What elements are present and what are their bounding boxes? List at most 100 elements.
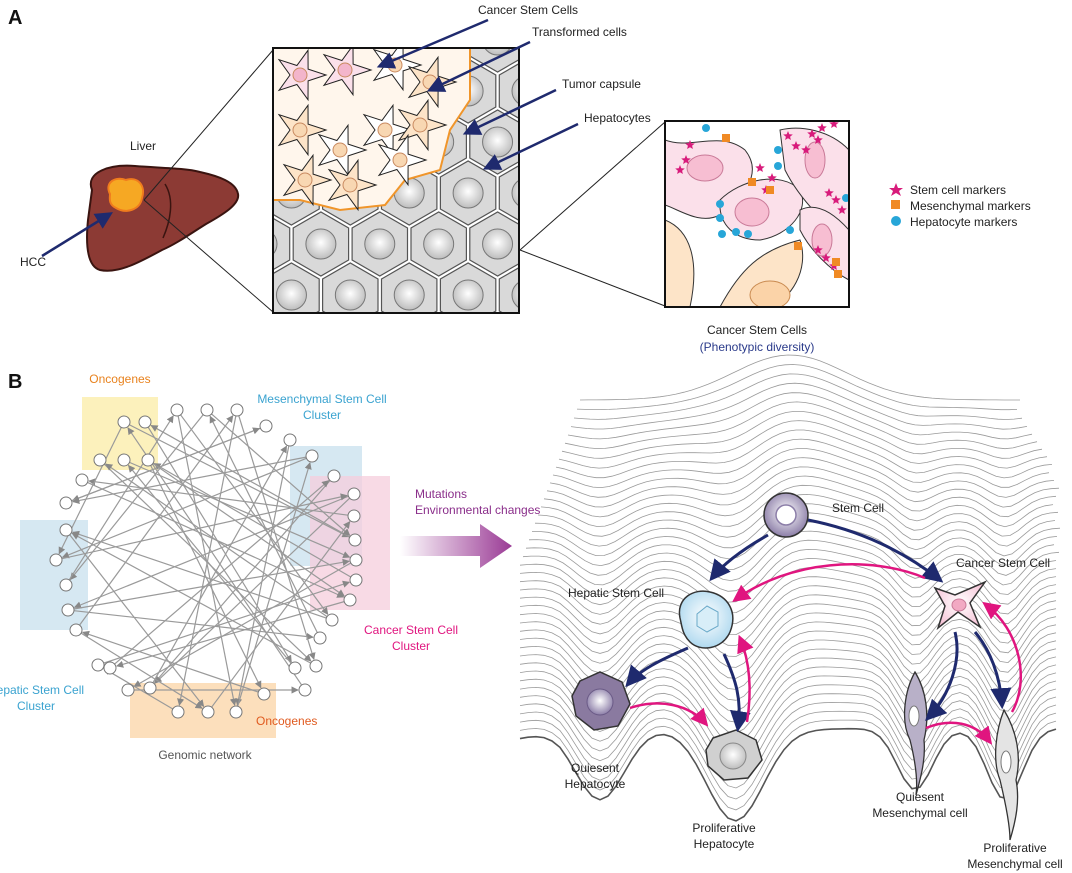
stem-marker (807, 129, 817, 138)
quiesent-mesenchymal-cell (903, 670, 928, 796)
panel-b-letter: B (8, 371, 22, 393)
network-node (75, 473, 89, 487)
network-edge (129, 461, 351, 558)
stem-cell-label: Stem Cell (832, 501, 884, 515)
network-node (257, 687, 271, 701)
stem-marker (817, 123, 827, 132)
stem-marker (755, 163, 765, 172)
environmental-label: Environmental changes (415, 503, 540, 517)
hepatic-stem-cell-label: Hepatic Stem Cell (568, 586, 664, 600)
hepatocyte-marker (774, 146, 782, 154)
landscape-contour (519, 594, 1057, 657)
network-edge (153, 462, 352, 578)
network-node (309, 659, 323, 673)
cancer-cluster-label-1: Cancer Stem Cell (364, 623, 458, 637)
quiesent-hepatocyte (571, 671, 631, 731)
cancer-to-quiesent-mes-arrow (925, 631, 959, 722)
hepatocyte-marker (842, 194, 849, 202)
network-edge (71, 530, 327, 619)
network-node (103, 661, 117, 675)
stem-marker (681, 155, 691, 164)
hepatocytes-label: Hepatocytes (584, 111, 651, 125)
stem-marker (767, 173, 777, 182)
network-edge (68, 415, 174, 581)
network-edge (177, 415, 237, 706)
quiesent-mesenchymal-label-1: Quiesent (896, 790, 945, 804)
hepatocyte-nucleus (452, 279, 484, 311)
stem-marker-icon (889, 183, 903, 196)
hepatocyte-marker-icon (891, 216, 901, 226)
cancer-stem-cell-label: Cancer Stem Cell (956, 556, 1050, 570)
csc-caption-title: Cancer Stem Cells (707, 323, 807, 337)
stem-to-cancer-arrow (807, 518, 944, 583)
oncogenes-top-label: Oncogenes (89, 372, 150, 386)
stem-marker (831, 195, 841, 204)
network-edge (237, 462, 312, 707)
transformed-nucleus (332, 142, 348, 158)
network-node (117, 453, 131, 467)
hepatocyte-nucleus (334, 279, 366, 311)
tumor-capsule-arrow (462, 88, 557, 135)
stem-marker (824, 188, 834, 197)
mesenchymal-marker (766, 186, 774, 194)
waddington-landscape (519, 354, 1061, 822)
proliferative-mesenchymal-label-1: Proliferative (983, 841, 1047, 855)
hepatocyte-nucleus (482, 126, 514, 158)
network-edge (73, 610, 314, 641)
network-edge (79, 415, 234, 626)
mesenchymal-marker (748, 178, 756, 186)
network-edge (235, 445, 290, 706)
network-edge (129, 424, 350, 538)
network-edge (116, 601, 345, 668)
network-node (170, 403, 184, 417)
transformed-cells-label: Transformed cells (532, 25, 627, 39)
transformed-nucleus (392, 152, 408, 168)
landscape-contour (555, 429, 1053, 479)
mesenchymal-cluster-label-2: Cluster (303, 408, 341, 422)
transition-arrow (400, 524, 512, 568)
stem-cell (763, 492, 809, 538)
hepatic-to-quiesent-arrow (625, 646, 689, 688)
mesenchymal-cluster-label-1: Mesenchymal Stem Cell (257, 392, 386, 406)
cancer-cluster-label-2: Cluster (392, 639, 430, 653)
hepatic-cluster-label-2: Cluster (17, 699, 55, 713)
stem-to-hepatic-arrow (709, 533, 769, 582)
hepatocyte-nucleus (482, 228, 514, 260)
hepatic-stem-cell (678, 590, 734, 649)
landscape-contour (579, 354, 1020, 401)
landscape-contour (558, 420, 1048, 469)
mesenchymal-marker (832, 258, 840, 266)
network-node (305, 449, 319, 463)
legend-stem-label: Stem cell markers (910, 183, 1006, 197)
landscape-contour (552, 438, 1050, 489)
network-node (230, 403, 244, 417)
network-edge (72, 456, 307, 505)
network-edge (127, 427, 303, 686)
network-node (283, 433, 297, 447)
stem-marker (813, 245, 823, 254)
proliferative-mesenchymal-cell (995, 708, 1019, 841)
stem-marker (801, 145, 811, 154)
hepatocyte-cell (498, 164, 519, 222)
transformed-nucleus (297, 172, 313, 188)
landscape-contour (519, 710, 1057, 800)
hepatocyte-nucleus (511, 281, 519, 309)
landscape-contour (519, 684, 1057, 767)
marker-legend: Stem cell markers Mesenchymal markers He… (889, 183, 1031, 229)
network-node (91, 658, 105, 672)
hepatocyte-nucleus (511, 179, 519, 207)
network-edge (152, 462, 345, 597)
csc-caption-sub: (Phenotypic diversity) (700, 340, 815, 354)
hepatocyte-marker (716, 214, 724, 222)
hepatocyte-marker (716, 200, 724, 208)
landscape-contour (570, 382, 1028, 430)
network-node (143, 681, 157, 695)
network-edge (81, 630, 259, 693)
network-node (93, 453, 107, 467)
network-node (347, 487, 361, 501)
network-edge (154, 497, 351, 684)
network-edge (71, 427, 261, 502)
landscape-contour (543, 466, 1057, 518)
hepatocyte-nucleus (511, 77, 519, 105)
mesenchymal-marker (834, 270, 842, 278)
